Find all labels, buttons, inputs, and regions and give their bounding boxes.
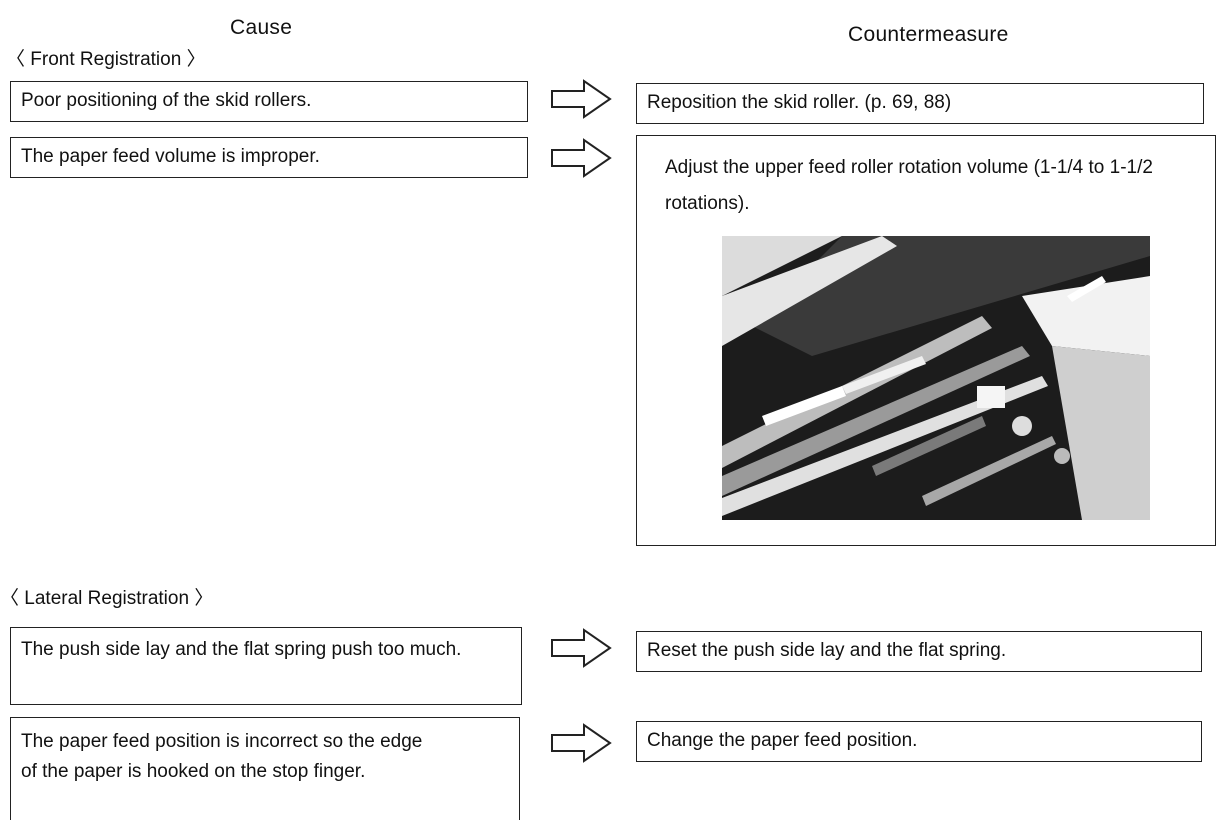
lateral-countermeasure-1-box: Reset the push side lay and the flat spr… bbox=[636, 631, 1202, 672]
lateral-countermeasure-2-text: Change the paper feed position. bbox=[647, 730, 918, 751]
front-cause-2-box: The paper feed volume is improper. bbox=[10, 137, 528, 178]
front-cause-1-box: Poor positioning of the skid rollers. bbox=[10, 81, 528, 122]
feed-roller-photo bbox=[722, 236, 1150, 520]
front-cause-1-text: Poor positioning of the skid rollers. bbox=[21, 90, 312, 111]
right-arrow-icon bbox=[551, 628, 612, 668]
right-arrow-icon bbox=[551, 138, 612, 178]
front-cause-2-text: The paper feed volume is improper. bbox=[21, 146, 320, 167]
lateral-cause-2-box: The paper feed position is incorrect so … bbox=[10, 717, 520, 820]
cause-column-header: Cause bbox=[230, 16, 293, 39]
lateral-cause-2-text: The paper feed position is incorrect so … bbox=[21, 731, 423, 782]
lateral-countermeasure-2-box: Change the paper feed position. bbox=[636, 721, 1202, 762]
lateral-countermeasure-1-text: Reset the push side lay and the flat spr… bbox=[647, 640, 1007, 661]
front-countermeasure-1-text: Reposition the skid roller. (p. 69, 88) bbox=[647, 92, 952, 113]
lateral-cause-1-box: The push side lay and the flat spring pu… bbox=[10, 627, 522, 705]
right-arrow-icon bbox=[551, 79, 612, 119]
front-countermeasure-2-text: Adjust the upper feed roller rotation vo… bbox=[665, 157, 1153, 214]
front-countermeasure-1-box: Reposition the skid roller. (p. 69, 88) bbox=[636, 83, 1204, 124]
front-registration-title: 〈 Front Registration 〉 bbox=[6, 49, 206, 70]
lateral-cause-1-text: The push side lay and the flat spring pu… bbox=[21, 639, 462, 660]
countermeasure-column-header: Countermeasure bbox=[848, 23, 1009, 46]
lateral-registration-title: 〈 Lateral Registration 〉 bbox=[0, 588, 214, 609]
right-arrow-icon bbox=[551, 723, 612, 763]
